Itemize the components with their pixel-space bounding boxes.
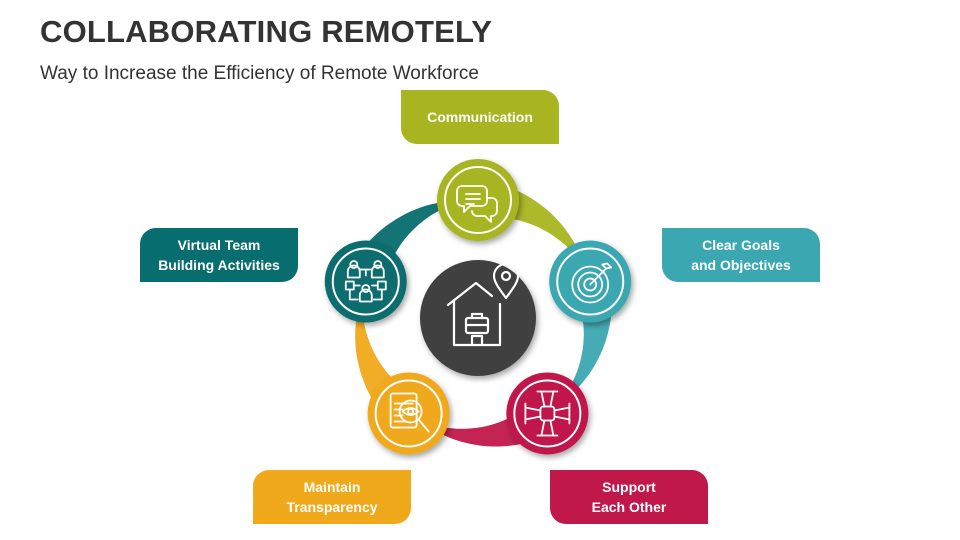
label-clear-goals: Clear Goals and Objectives — [662, 228, 820, 282]
chat-bubbles-icon — [456, 185, 498, 223]
node-team-building — [324, 240, 407, 323]
node-transparency — [367, 372, 450, 455]
document-magnifier-icon — [389, 392, 430, 433]
node-support — [506, 372, 589, 455]
node-clear-goals — [549, 240, 632, 323]
label-support: Support Each Other — [550, 470, 708, 524]
page-subtitle: Way to Increase the Efficiency of Remote… — [40, 63, 479, 84]
center-hub — [420, 260, 536, 376]
page-title: COLLABORATING REMOTELY — [40, 14, 493, 49]
label-transparency: Maintain Transparency — [253, 470, 411, 524]
node-communication — [437, 159, 519, 241]
joined-hands-icon — [524, 390, 571, 437]
target-icon — [571, 262, 613, 304]
label-team-building: Virtual Team Building Activities — [140, 228, 298, 282]
home-office-location-icon — [446, 262, 520, 347]
label-communication: Communication — [401, 90, 559, 144]
team-network-icon — [344, 260, 387, 303]
